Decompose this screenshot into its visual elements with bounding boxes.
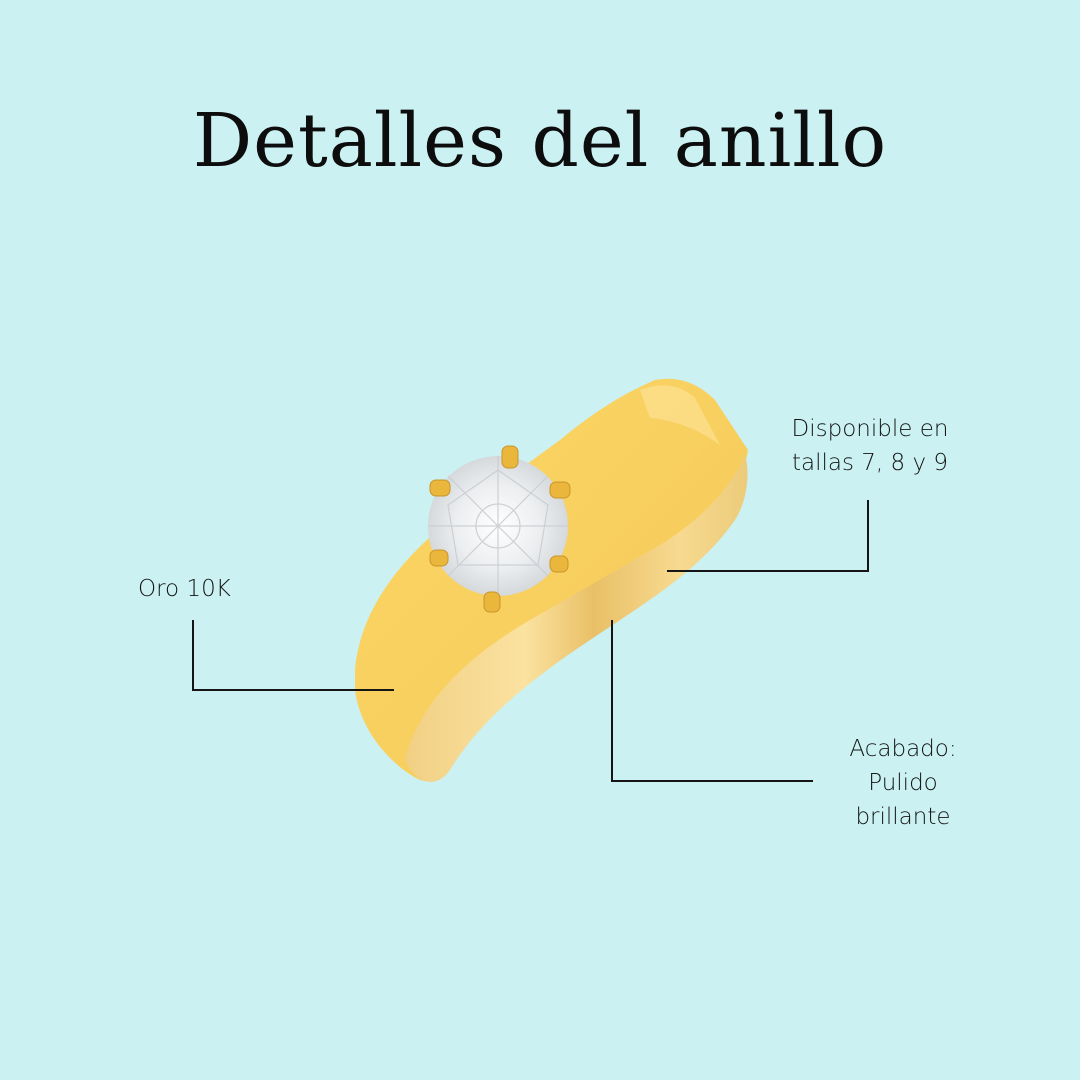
material-leader-vertical	[192, 620, 194, 691]
material-leader-horizontal	[192, 689, 394, 691]
finish-leader-horizontal	[611, 780, 813, 782]
sizes-callout: Disponible en tallas 7, 8 y 9	[760, 412, 980, 480]
finish-callout-line3: brillante	[855, 804, 951, 830]
sizes-callout-line1: Disponible en	[791, 416, 949, 442]
material-callout: Oro 10K	[138, 576, 231, 602]
finish-callout-line2: Pulido	[868, 770, 938, 796]
sizes-callout-line2: tallas 7, 8 y 9	[791, 450, 949, 476]
sizes-leader-horizontal	[667, 570, 869, 572]
finish-callout-line1: Acabado:	[849, 736, 957, 762]
page-title: Detalles del anillo	[192, 98, 888, 184]
finish-leader-vertical	[611, 620, 613, 782]
finish-callout: Acabado: Pulido brillante	[818, 732, 988, 834]
sizes-leader-vertical	[867, 500, 869, 572]
